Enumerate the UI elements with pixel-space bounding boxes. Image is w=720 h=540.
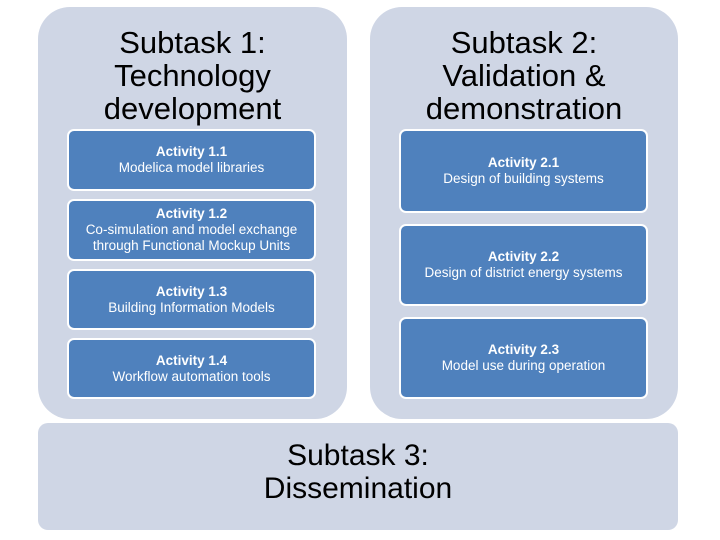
activity-title: Activity 1.1 (155, 144, 228, 159)
activity-description-line: Design of district energy systems (424, 265, 623, 280)
subtask-2-title-line: Subtask 2: (450, 25, 598, 60)
activity-description: Design of district energy systems (424, 265, 622, 281)
activity-description-line: through Functional Mockup Units (92, 238, 291, 253)
subtask-3-title-line: Subtask 3: (287, 439, 429, 472)
subtask-2-panel: Subtask 2: Validation & demonstration Ac… (370, 7, 678, 419)
subtask-2-title-line: demonstration (425, 91, 623, 126)
activity-description-line: Model use during operation (441, 358, 606, 373)
activity-1-4: Activity 1.4 Workflow automation tools (67, 338, 316, 399)
activity-description: Modelica model libraries (119, 160, 265, 176)
activity-title: Activity 1.3 (155, 283, 228, 299)
activity-2-1: Activity 2.1 Design of building systems (399, 129, 648, 213)
activity-description: Design of building systems (443, 171, 604, 187)
subtask-1-title: Subtask 1: Technology development (38, 26, 347, 125)
activity-description-line: Building Information Models (108, 299, 275, 315)
activity-1-1: Activity 1.1 Modelica model libraries (67, 129, 316, 191)
activity-description-line: Modelica model libraries (118, 160, 265, 175)
activity-description: Building Information Models (108, 300, 275, 316)
subtask-2-title: Subtask 2: Validation & demonstration (370, 26, 678, 125)
activity-description: Model use during operation (442, 358, 606, 374)
activity-description: Workflow automation tools (112, 369, 270, 385)
activity-title: Activity 1.2 (155, 206, 228, 221)
subtask-1-title-line: Subtask 1: (119, 25, 266, 60)
activity-2-3: Activity 2.3 Model use during operation (399, 317, 648, 399)
activity-description: Co-simulation and model exchange through… (86, 222, 298, 254)
activity-1-2: Activity 1.2 Co-simulation and model exc… (67, 199, 316, 261)
subtask-3-title: Subtask 3: Dissemination (38, 439, 678, 505)
subtask-3-title-line: Dissemination (263, 472, 453, 505)
activity-title: Activity 2.2 (487, 249, 560, 264)
activity-title: Activity 2.3 (487, 342, 560, 357)
subtask-2-title-line: Validation & (442, 58, 606, 93)
activity-description-line: Workflow automation tools (112, 368, 271, 384)
activity-1-3: Activity 1.3 Building Information Models (67, 269, 316, 330)
activity-2-2: Activity 2.2 Design of district energy s… (399, 224, 648, 306)
activity-description-line: Design of building systems (443, 171, 604, 186)
activity-title: Activity 1.4 (155, 352, 228, 368)
activity-description-line: Co-simulation and model exchange (85, 222, 298, 237)
activity-title: Activity 2.1 (487, 155, 560, 170)
subtask-3-panel: Subtask 3: Dissemination (38, 423, 678, 530)
subtask-1-title-line: Technology (114, 58, 271, 93)
subtask-1-panel: Subtask 1: Technology development Activi… (38, 7, 347, 419)
subtask-1-title-line: development (103, 91, 282, 126)
